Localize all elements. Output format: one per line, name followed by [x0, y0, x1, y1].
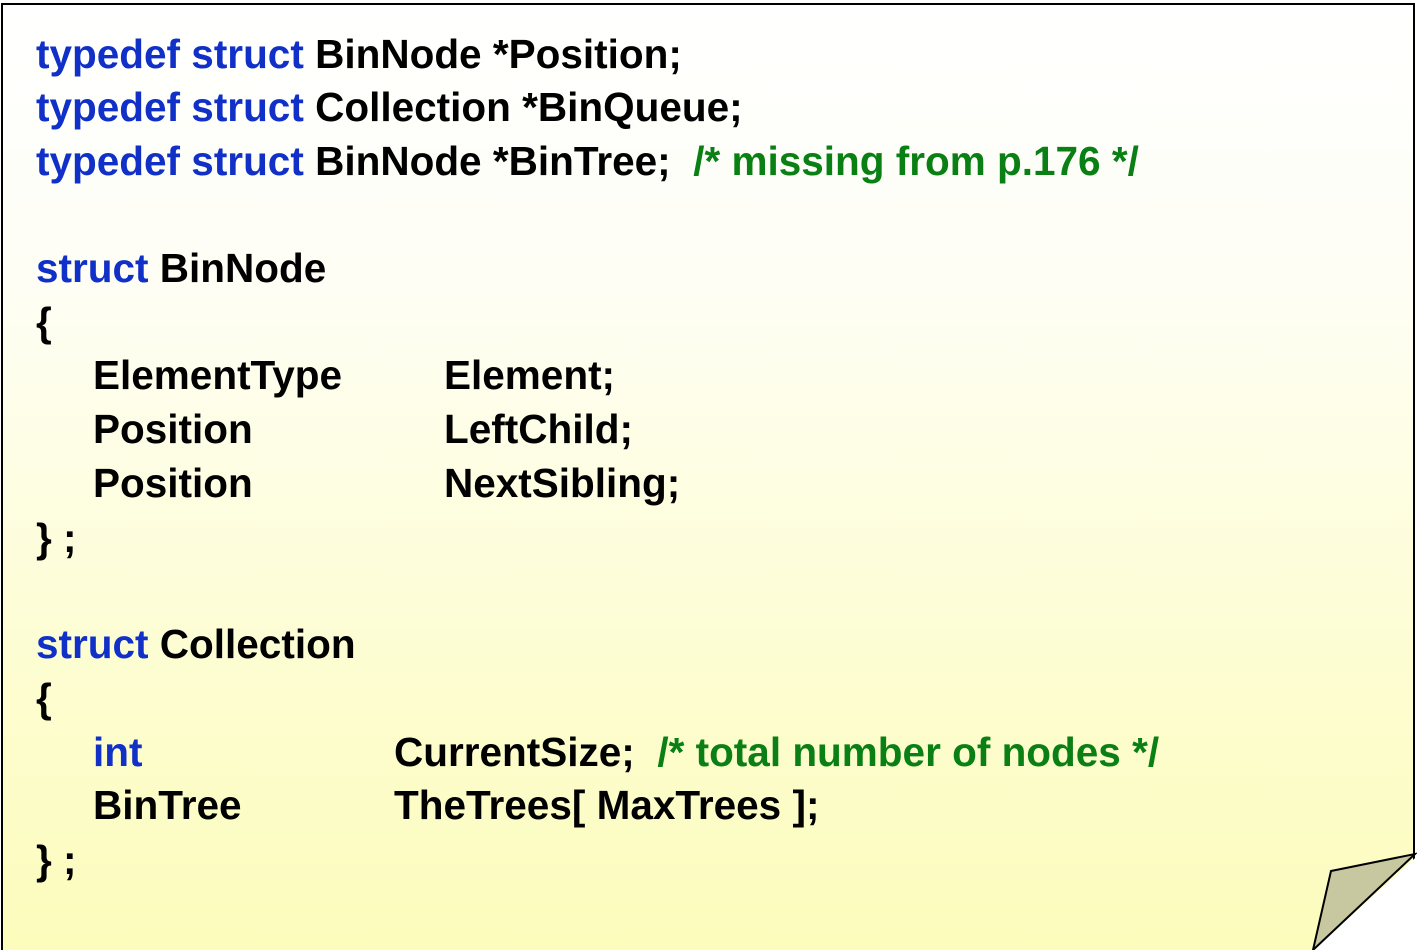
close-brace: } ;	[36, 515, 77, 561]
struct-name: BinNode	[159, 245, 327, 291]
open-brace: {	[36, 675, 52, 721]
field-type: BinTree	[93, 782, 242, 828]
field-name: TheTrees[ MaxTrees ];	[394, 782, 820, 828]
close-brace: } ;	[36, 837, 77, 883]
type-name: BinNode	[315, 31, 482, 77]
type-name: Collection	[315, 84, 511, 130]
keyword: struct	[36, 245, 149, 291]
struct-binnode-header: struct BinNode	[36, 244, 326, 292]
type-name: BinNode	[315, 138, 482, 184]
keyword: typedef	[36, 84, 181, 130]
field-type: Position	[93, 406, 253, 452]
sticky-note-background	[1, 3, 1415, 950]
code-line-typedef-bintree: typedef struct BinNode *BinTree; /* miss…	[36, 137, 1139, 185]
keyword: struct	[191, 138, 304, 184]
field-name: LeftChild;	[444, 406, 633, 452]
field-name: NextSibling;	[444, 460, 681, 506]
code-line-typedef-position: typedef struct BinNode *Position;	[36, 30, 682, 78]
struct-collection-header: struct Collection	[36, 620, 356, 668]
field-type: ElementType	[93, 352, 343, 398]
field-name: Element;	[444, 352, 616, 398]
keyword: struct	[191, 31, 304, 77]
keyword: struct	[191, 84, 304, 130]
open-brace: {	[36, 299, 52, 345]
field-type: Position	[93, 460, 253, 506]
struct-name: Collection	[159, 621, 356, 667]
code-comment: /* missing from p.176 */	[693, 138, 1139, 184]
field-type: int	[93, 729, 143, 775]
keyword: struct	[36, 621, 149, 667]
alias-name: *Position;	[492, 31, 682, 77]
keyword: typedef	[36, 31, 181, 77]
code-comment: /* total number of nodes */	[657, 729, 1160, 775]
alias-name: *BinTree;	[492, 138, 671, 184]
alias-name: *BinQueue;	[522, 84, 743, 130]
field-name: CurrentSize;	[394, 729, 635, 775]
keyword: typedef	[36, 138, 181, 184]
code-line-typedef-binqueue: typedef struct Collection *BinQueue;	[36, 83, 743, 131]
